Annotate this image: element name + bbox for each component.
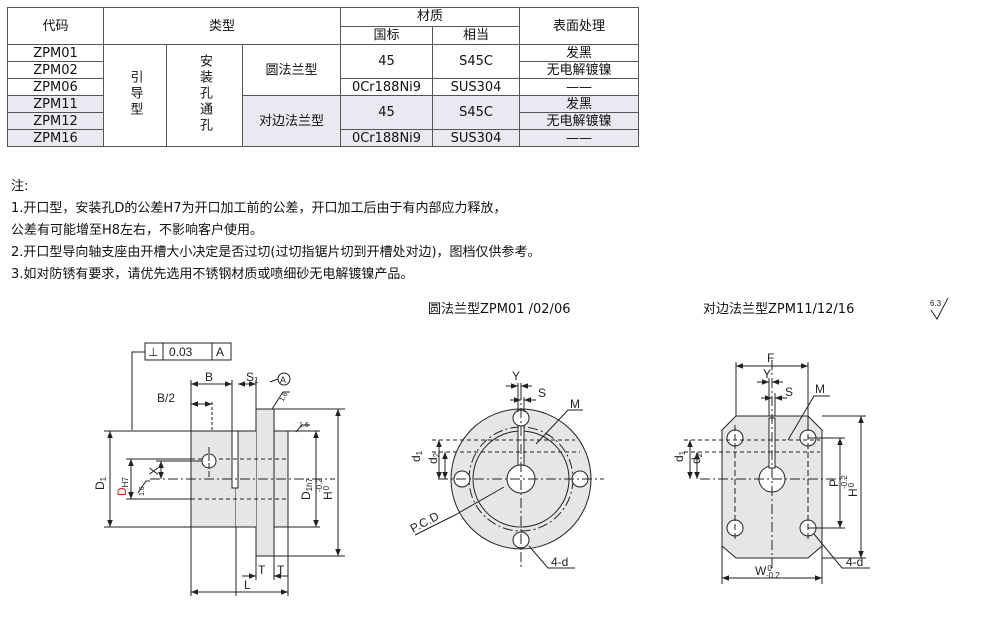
round-flange-view: d1 d2 Y S M P.C.D 4-d — [408, 369, 604, 569]
dim-h-tol: -0.2 — [840, 475, 849, 489]
dim-f: F — [767, 351, 774, 365]
note-1a: 1.开口型，安装孔D的公差H7为开口加工前的公差，开口加工后由于有内部应力释放， — [11, 201, 507, 216]
dim-p: P — [827, 479, 841, 487]
row-code: ZPM11 — [7, 95, 104, 113]
tol-perp-symbol: ⊥ — [148, 345, 158, 359]
type-guide: 引导型 — [127, 69, 143, 118]
dim-t: T — [277, 563, 285, 577]
note-3: 3.如对防锈有要求，请优先选用不锈钢材质或喷细砂无电解镀镍产品。 — [11, 267, 414, 282]
hdr-code: 代码 — [7, 7, 104, 45]
mat-s45c: S45C — [432, 95, 520, 130]
dim-t: T — [258, 563, 266, 577]
dim-s1: S1 — [246, 370, 259, 385]
dim-y: Y — [512, 369, 520, 383]
side-view: ⊥ 0.03 A B B/2 S1 A 1.6 D1 DH7 1.6 X — [93, 342, 345, 596]
dim-y: Y — [763, 367, 771, 381]
type-hole-cell: 安装孔通孔 — [166, 44, 243, 147]
dim-pcd: P.C.D — [408, 509, 442, 536]
note-2: 2.开口型导向轴支座由开槽大小决定是否过切(过切指锯片切到开槽处对边)，图档仅供… — [11, 245, 541, 260]
title-square: 对边法兰型ZPM11/12/16 — [703, 302, 855, 317]
type-hole: 安装孔通孔 — [197, 53, 212, 134]
spec-table: 代码 类型 材质 表面处理 国标 相当 ZPM01 引导型 安装孔通孔 圆法兰型… — [7, 7, 639, 147]
roughness-small-text: 1.6 — [299, 422, 309, 429]
dim-m: M — [815, 382, 825, 396]
mat-45: 45 — [340, 44, 433, 79]
dim-h: H0 — [846, 482, 860, 497]
dim-4d: 4-d — [551, 555, 568, 569]
mat-45: 45 — [340, 95, 433, 130]
notes: 注: 1.开口型，安装孔D的公差H7为开口加工前的公差，开口加工后由于有内部应力… — [11, 176, 541, 286]
row-code: ZPM06 — [7, 78, 104, 96]
roughness-symbol: 6.3 — [930, 297, 949, 320]
dim-h: H0 — [321, 485, 335, 500]
dim-d2-small: d2 — [426, 452, 441, 464]
mat-ss: 0Cr188Ni9 — [340, 129, 433, 147]
hdr-type: 类型 — [103, 7, 341, 45]
dim-s: S — [785, 385, 793, 399]
dim-w-tol: -0.2 — [766, 571, 780, 580]
row-code: ZPM16 — [7, 129, 104, 147]
notes-label: 注: — [11, 179, 29, 194]
roughness-small-text: 1.6 — [139, 486, 146, 496]
square-flange-view: d1 d2 F Y S M P H0 -0.2 W0 -0.2 — [672, 351, 870, 584]
roughness-small-text: 1.6 — [279, 391, 290, 403]
dim-s: S — [538, 386, 546, 400]
mat-sus: SUS304 — [432, 129, 520, 147]
dim-d1-small: d1 — [672, 450, 687, 462]
dim-d1h7: D1h7 — [299, 477, 314, 500]
surf-black: 发黑 — [519, 44, 639, 62]
dim-dh7: DH7 — [115, 477, 130, 496]
dim-d1: D1 — [93, 476, 108, 490]
type-guide-cell: 引导型 — [103, 44, 167, 147]
surf-none: —— — [519, 129, 639, 147]
mat-ss: 0Cr188Ni9 — [340, 78, 433, 96]
tol-datum: A — [216, 345, 224, 359]
note-1b: 公差有可能增至H8左右，不影响客户使用。 — [11, 223, 264, 238]
roughness-main-text: 6.3 — [930, 299, 942, 308]
dim-l: L — [244, 578, 251, 592]
dim-d1-small: d1 — [409, 450, 424, 462]
dim-d2-small: d2 — [689, 452, 704, 464]
dim-b2: B/2 — [157, 391, 175, 405]
surf-black: 发黑 — [519, 95, 639, 113]
dim-b: B — [205, 370, 213, 384]
row-code: ZPM12 — [7, 112, 104, 130]
datum-a: A — [280, 375, 286, 385]
type-square: 对边法兰型 — [242, 95, 341, 147]
dim-4d: 4-d — [846, 555, 863, 569]
dim-h-tol: -0.2 — [315, 478, 324, 492]
dim-x: X — [147, 467, 161, 475]
dim-w: W0 — [755, 564, 772, 578]
dim-m: M — [570, 397, 580, 411]
title-round: 圆法兰型ZPM01 /02/06 — [428, 302, 571, 317]
hdr-material-gb: 国标 — [340, 25, 433, 45]
tol-value: 0.03 — [169, 345, 193, 359]
